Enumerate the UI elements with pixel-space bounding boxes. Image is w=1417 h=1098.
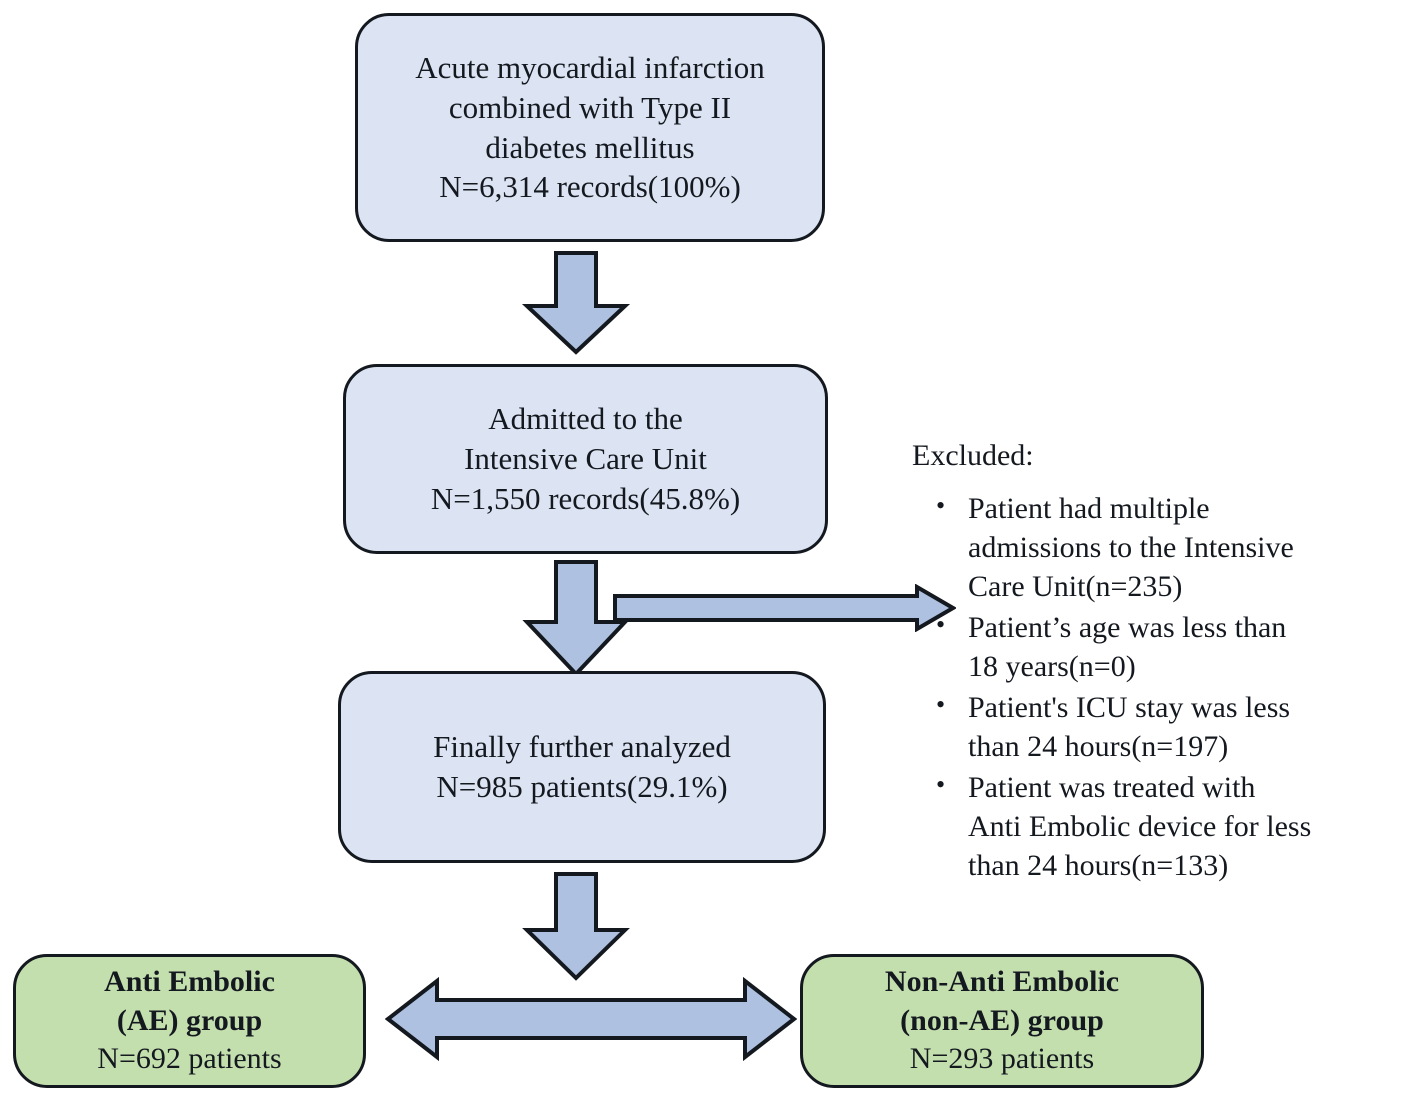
node-icu-admitted: Admitted to the Intensive Care Unit N=1,…	[343, 364, 828, 554]
bullet-icon: •	[936, 610, 946, 639]
node-finally-analyzed: Finally further analyzed N=985 patients(…	[338, 671, 826, 863]
excluded-list-item: • Patient had multiple admissions to the…	[912, 489, 1412, 606]
node-count-line: N=692 patients	[97, 1042, 282, 1076]
excluded-title: Excluded:	[912, 439, 1034, 472]
excluded-item-line: Patient's ICU stay was less	[968, 691, 1291, 724]
excluded-list-item: • Patient was treated with Anti Embolic …	[912, 768, 1412, 885]
node-line: combined with Type II	[448, 89, 732, 125]
node-source-cohort: Acute myocardial infarction combined wit…	[355, 13, 825, 242]
arrow-to-excluded-list	[612, 583, 957, 633]
node-line: Intensive Care Unit	[464, 441, 707, 477]
node-line: Non-Anti Embolic	[884, 965, 1120, 999]
node-finally-analyzed-text: Finally further analyzed N=985 patients(…	[341, 727, 823, 806]
excluded-item-line: Anti Embolic device for less	[968, 810, 1312, 843]
excluded-item-line: Care Unit(n=235)	[968, 570, 1183, 603]
node-count-line: N=985 patients(29.1%)	[436, 769, 728, 804]
node-non-anti-embolic-group: Non-Anti Embolic (non-AE) group N=293 pa…	[800, 954, 1204, 1088]
excluded-item-line: admissions to the Intensive	[968, 531, 1294, 564]
bullet-icon: •	[936, 690, 946, 719]
arrow-analyzed-to-groups	[520, 872, 632, 982]
node-anti-embolic-group-text: Anti Embolic (AE) group N=692 patients	[16, 963, 363, 1078]
excluded-panel: Excluded: • Patient had multiple admissi…	[912, 436, 1412, 887]
node-line: Anti Embolic	[104, 965, 275, 999]
excluded-list-item: • Patient’s age was less than 18 years(n…	[912, 608, 1412, 686]
node-line: Finally further analyzed	[433, 729, 731, 765]
arrow-split-ae-nonae	[384, 976, 798, 1062]
node-count-line: N=293 patients	[909, 1042, 1095, 1076]
bullet-icon: •	[936, 491, 946, 520]
excluded-item-line: Patient was treated with	[968, 771, 1256, 804]
arrow-source-to-icu	[520, 250, 632, 356]
node-source-cohort-text: Acute myocardial infarction combined wit…	[358, 48, 822, 207]
node-non-anti-embolic-group-text: Non-Anti Embolic (non-AE) group N=293 pa…	[803, 963, 1201, 1078]
bullet-icon: •	[936, 770, 946, 799]
excluded-list: • Patient had multiple admissions to the…	[912, 489, 1412, 885]
node-count-line: N=6,314 records(100%)	[439, 169, 741, 205]
node-line: Acute myocardial infarction	[415, 50, 765, 86]
excluded-item-line: Patient’s age was less than	[968, 611, 1287, 644]
node-line: Admitted to the	[488, 401, 683, 437]
excluded-item-line: than 24 hours(n=197)	[968, 730, 1229, 763]
excluded-item-line: than 24 hours(n=133)	[968, 849, 1229, 882]
excluded-item-line: Patient had multiple	[968, 492, 1210, 525]
excluded-list-item: • Patient's ICU stay was less than 24 ho…	[912, 688, 1412, 766]
node-anti-embolic-group: Anti Embolic (AE) group N=692 patients	[13, 954, 366, 1088]
node-line: diabetes mellitus	[485, 129, 695, 165]
excluded-item-line: 18 years(n=0)	[968, 650, 1136, 683]
node-line: (AE) group	[116, 1003, 263, 1037]
arrow-icu-to-analyzed	[520, 560, 632, 678]
node-line: (non-AE) group	[900, 1003, 1104, 1037]
node-count-line: N=1,550 records(45.8%)	[430, 480, 741, 516]
node-icu-admitted-text: Admitted to the Intensive Care Unit N=1,…	[346, 399, 825, 518]
